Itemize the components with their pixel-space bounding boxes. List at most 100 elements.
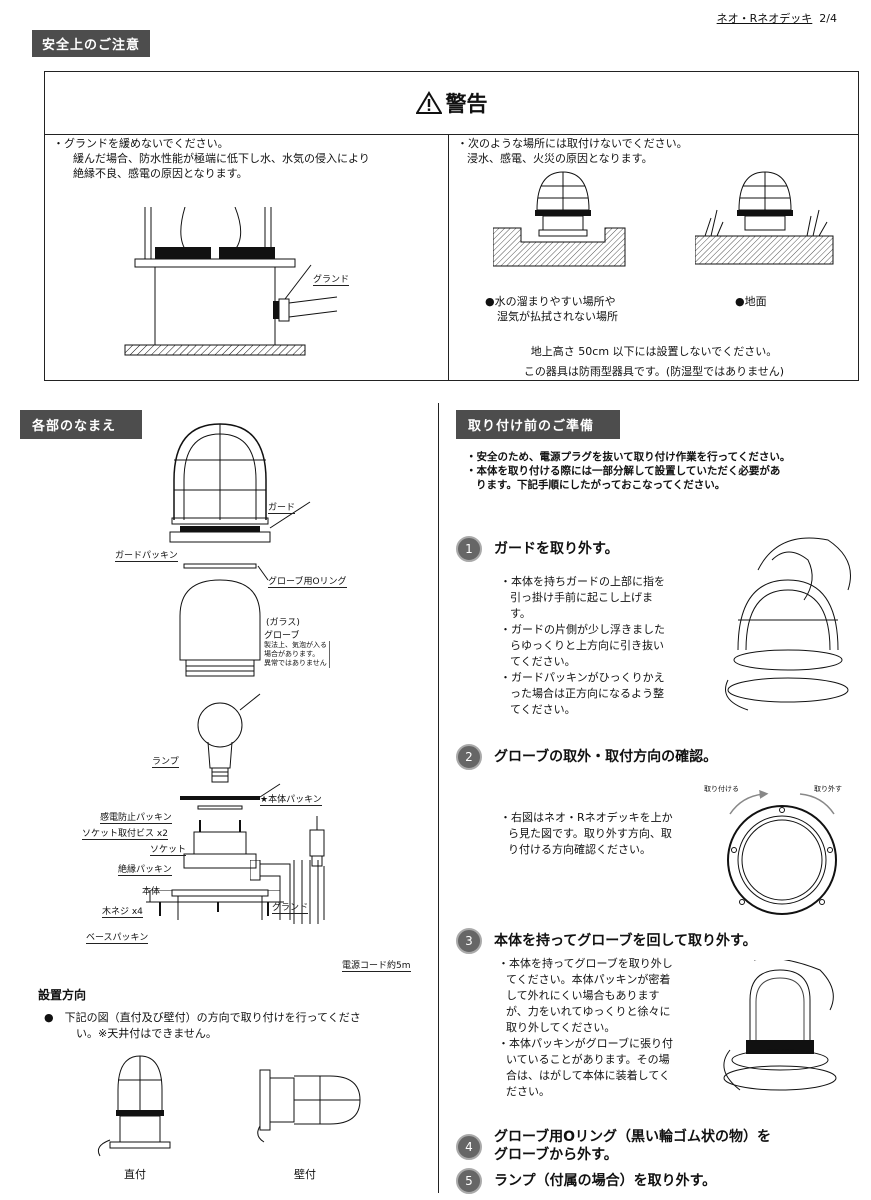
location-warning-text: ・次のような場所には取付けないでください。 浸水、感電、火災の原因となります。 <box>457 136 688 166</box>
step-2-line: ・右図はネオ・Rネオデッキを上か <box>500 811 673 824</box>
globe-note-line3: 異常ではありません <box>264 659 327 667</box>
page-header: ネオ・Rネオデッキ 2/4 <box>717 10 837 26</box>
step-1-line: 引っ掛け手前に起こし上げま <box>510 591 653 604</box>
step-5-number: 5 <box>456 1168 482 1194</box>
label-insul-packing: 絶縁パッキン <box>118 862 172 876</box>
install-direction-title: 設置方向 <box>38 988 87 1002</box>
step-3-line: ・本体を持ってグローブを取り外し <box>498 957 673 970</box>
location-warning-line1: ・次のような場所には取付けないでください。 <box>457 137 688 150</box>
wall-mount-illustration <box>257 1069 361 1143</box>
step-3-line: 合は、はがして本体に装着してく <box>506 1069 671 1082</box>
step-3-line: てください。本体パッキンが密着 <box>506 973 671 986</box>
step-5: 5 ランプ（付属の場合）を取り外す。 <box>456 1168 716 1194</box>
puddle-caption: ●水の溜まりやすい場所や 湿気が払拭されない場所 <box>485 294 618 324</box>
step-3-line: 取り外してください。 <box>506 1021 616 1034</box>
base-diagram <box>146 890 284 916</box>
caption-direct: 直付 <box>124 1168 146 1181</box>
step-1-number: 1 <box>456 536 482 562</box>
install-text-line2: い。※天井付はできません。 <box>76 1027 217 1040</box>
step-5-title: ランプ（付属の場合）を取り外す。 <box>494 1173 717 1189</box>
step-3-line: ・本体パッキンがグローブに張り付 <box>498 1037 674 1050</box>
step-2-line: ら見た図です。取り外す方向、取 <box>508 827 672 840</box>
step-4-title-line1: グローブ用Oリング（黒い輪ゴム状の物）を <box>494 1129 772 1145</box>
step-2-text: ・右図はネオ・Rネオデッキを上か ら見た図です。取り外す方向、取 り付ける方向確… <box>500 810 673 858</box>
label-globe-oring: グローブ用Oリング <box>268 574 347 588</box>
step-3-number: 3 <box>456 928 482 954</box>
direct-mount-illustration <box>97 1055 171 1157</box>
step-1-text: ・本体を持ちガードの上部に指を 引っ掛け手前に起こし上げま す。 ・ガードの片側… <box>500 574 700 718</box>
step-1-line: ・本体を持ちガードの上部に指を <box>500 575 665 588</box>
column-separator <box>438 403 439 1193</box>
step-1-line: ・ガードパッキンがひっくりかえ <box>500 671 665 684</box>
step-2-number: 2 <box>456 744 482 770</box>
step-3-line: ださい。 <box>506 1085 550 1098</box>
gland-warning-text: ・グランドを緩めないでください。 緩んだ場合、防水性能が極端に低下し水、水気の侵… <box>53 136 370 181</box>
top-view-diagram <box>727 790 837 915</box>
globe-note-line1: 製法上、気泡が入る <box>264 641 327 649</box>
parts-section-title: 各部のなまえ <box>20 410 143 439</box>
gland-illustration <box>124 207 338 356</box>
warning-header: 警告 <box>45 72 858 135</box>
parts-exploded-diagram <box>169 423 311 810</box>
gland-warning-line1: ・グランドを緩めないでください。 <box>53 137 229 150</box>
step-4-title-line2: グローブから外す。 <box>494 1147 618 1163</box>
page-number: 2/4 <box>819 12 837 25</box>
label-guard-packing: ガードパッキン <box>115 548 178 562</box>
step-1: 1 ガードを取り外す。 <box>456 536 619 562</box>
rainproof-note: この器具は防雨型器具です。(防湿型ではありません) <box>523 365 785 378</box>
prep-section-title: 取り付け前のご準備 <box>456 410 621 439</box>
label-guard: ガード <box>268 500 296 514</box>
prep-intro-line1: ・安全のため、電源プラグを抜いて取り付け作業を行ってください。 <box>466 451 791 463</box>
gland-warning-line3: 絶縁不良、感電の原因となります。 <box>73 167 248 180</box>
ground-illustration <box>695 171 834 265</box>
install-text-line1: ● 下記の図（直付及び壁付）の方向で取り付けを行ってくださ <box>44 1011 361 1024</box>
label-shock-packing: 感電防止パッキン <box>100 810 172 824</box>
step-1-line: ・ガードの片側が少し浮きました <box>500 623 665 636</box>
puddle-caption-line2: 湿気が払拭されない場所 <box>497 310 618 323</box>
prep-intro-line3: ります。下記手順にしたがっておこなってください。 <box>476 479 726 491</box>
step-3-line: して外れにくい場合もあります <box>506 989 660 1002</box>
label-glass: (ガラス) <box>266 618 300 628</box>
label-globe: グローブ <box>264 631 300 641</box>
prep-intro-line2: ・本体を取り付ける際には一部分解して設置していただく必要があ <box>466 465 781 477</box>
caption-wall: 壁付 <box>294 1168 316 1181</box>
step-1-line: てください。 <box>510 655 576 668</box>
label-wood-screw: 木ネジ x4 <box>102 904 143 918</box>
step-3: 3 本体を持ってグローブを回して取り外す。 <box>456 928 757 954</box>
safety-section-title: 安全上のご注意 <box>32 30 151 57</box>
install-direction-text: ● 下記の図（直付及び壁付）の方向で取り付けを行ってくださ い。※天井付はできま… <box>44 1010 361 1042</box>
step-1-line: らゆっくりと上方向に引き抜い <box>510 639 664 652</box>
label-socket-screw: ソケット取付ビス x2 <box>82 826 168 840</box>
step-3-title: 本体を持ってグローブを回して取り外す。 <box>494 933 757 949</box>
step-1-line: てください。 <box>510 703 576 716</box>
globe-bubble-note: 製法上、気泡が入る 場合があります。 異常ではありません <box>264 641 330 668</box>
warning-title: 警告 <box>445 92 488 116</box>
remove-globe-illustration <box>723 960 837 1091</box>
step-2-line: り付ける方向確認ください。 <box>508 843 651 856</box>
location-warning-line2: 浸水、感電、火災の原因となります。 <box>467 152 653 165</box>
step-2: 2 グローブの取外・取付方向の確認。 <box>456 744 717 770</box>
label-body: 本体 <box>142 887 161 897</box>
warning-triangle-icon <box>415 91 442 114</box>
step-3-line: いていることがあります。その場 <box>506 1053 670 1066</box>
warning-box: 警告 ・グランドを緩めないでください。 緩んだ場合、防水性能が極端に低下し水、水… <box>44 71 859 381</box>
gland-cord-diagram <box>250 860 319 924</box>
label-gland: グランド <box>272 900 309 914</box>
step-2-title: グローブの取外・取付方向の確認。 <box>494 749 718 765</box>
step-3-line: が、力をいれてゆっくりと徐々に <box>506 1005 671 1018</box>
step-1-title: ガードを取り外す。 <box>494 541 619 557</box>
step-1-line: す。 <box>510 607 531 620</box>
height-note: 地上高さ 50cm 以下には設置しないでください。 <box>530 345 778 358</box>
puddle-illustration <box>493 171 626 267</box>
body-parts-diagram <box>171 816 325 920</box>
step-4: 4 グローブ用Oリング（黒い輪ゴム状の物）を グローブから外す。 <box>456 1128 771 1164</box>
step-4-title: グローブ用Oリング（黒い輪ゴム状の物）を グローブから外す。 <box>494 1128 771 1164</box>
step-3-text: ・本体を持ってグローブを取り外し てください。本体パッキンが密着 して外れにくい… <box>498 956 708 1100</box>
remove-guard-illustration <box>725 537 851 711</box>
label-cord: 電源コード約5m <box>342 958 411 972</box>
ground-caption: ●地面 <box>735 295 767 308</box>
step-4-number: 4 <box>456 1134 482 1160</box>
label-socket: ソケット <box>150 842 187 856</box>
step-1-line: った場合は正方向になるよう整 <box>510 687 664 700</box>
detach-direction-label: 取り外す <box>814 785 842 793</box>
